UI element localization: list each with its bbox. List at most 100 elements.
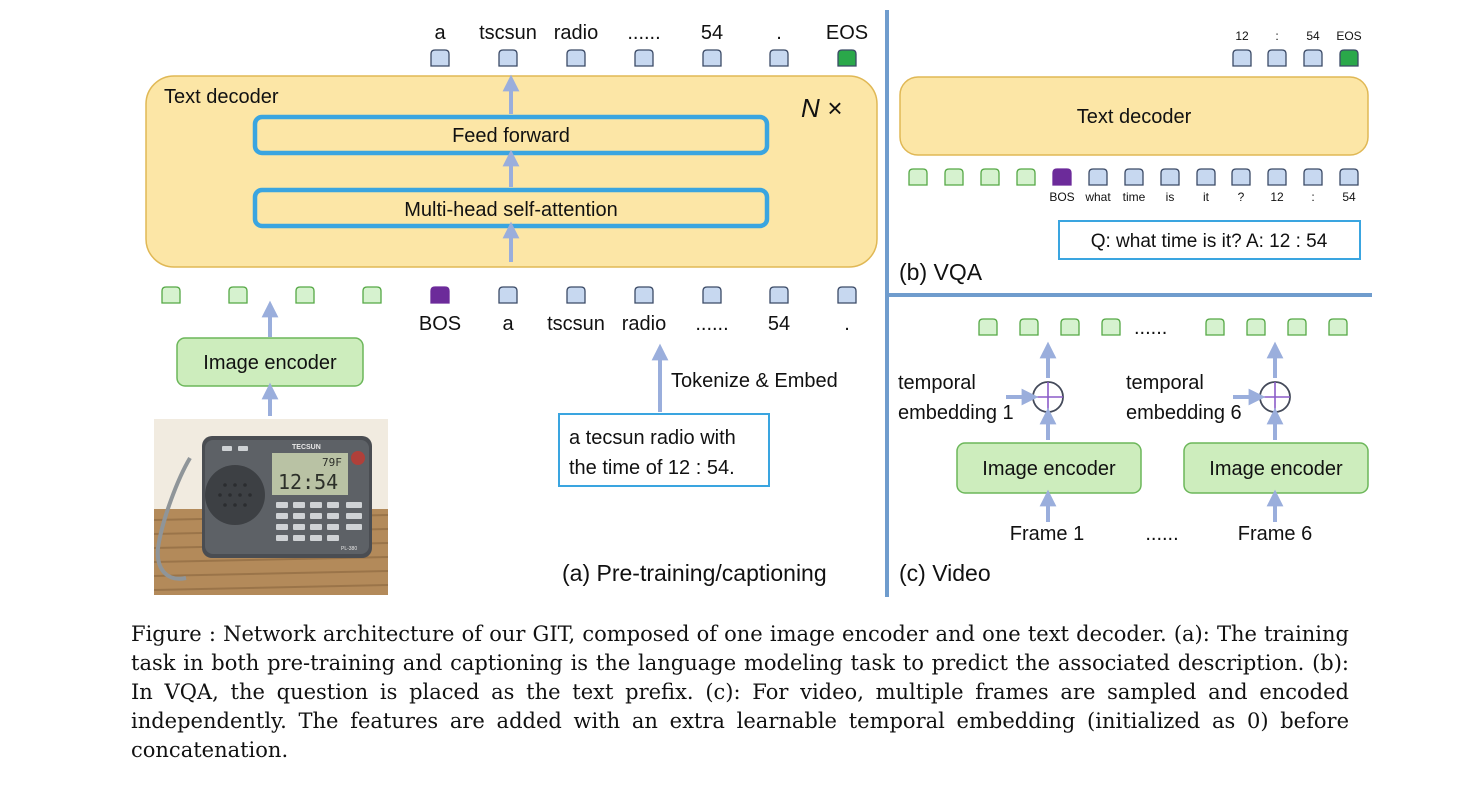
text-token (837, 286, 857, 304)
token-label: is (1166, 190, 1175, 204)
image-token (1205, 318, 1225, 336)
bos-token (1052, 168, 1072, 186)
text-token (1231, 168, 1251, 186)
qa-textbox (1058, 220, 1361, 260)
image-token (944, 168, 964, 186)
decoder-title: Text decoder (164, 86, 279, 108)
panel-c: ...... temporal embedding 1 Image encode… (898, 317, 1369, 586)
temporal-embedding-1-line-2: embedding 1 (898, 402, 1014, 424)
token-label: a (434, 22, 446, 44)
panel-b-label: (b) VQA (899, 259, 983, 285)
text-token (1339, 168, 1359, 186)
text-token (634, 286, 654, 304)
panel-a-label: (a) Pre-training/captioning (562, 560, 827, 586)
token-label: . (844, 313, 850, 335)
token-label: it (1203, 190, 1210, 204)
radio-model: PL-380 (341, 546, 357, 552)
frame-1-label: Frame 1 (1010, 523, 1084, 545)
token-label: EOS (1336, 29, 1361, 43)
text-token (498, 286, 518, 304)
vqa-text-decoder-block (899, 76, 1369, 156)
figure-caption: Figure : Network architecture of our GIT… (131, 622, 1349, 762)
vqa-output-token-row: 12: 54 EOS (1232, 29, 1362, 67)
image-token (908, 168, 928, 186)
vqa-decoder-title: Text decoder (1077, 106, 1192, 128)
eos-token (1339, 49, 1359, 67)
architecture-diagram: a tscsun radio...... 54. EOS Text decoder N … (145, 10, 1372, 597)
token-label: a (502, 313, 514, 335)
repeat-label: N × (801, 93, 842, 123)
token-label: : (1311, 190, 1314, 204)
token-label: radio (622, 313, 666, 335)
frame-dots: ...... (1145, 523, 1178, 545)
image-encoder-label: Image encoder (203, 352, 337, 374)
image-token (161, 286, 181, 304)
token-label: ...... (627, 22, 660, 44)
caption-line-2: the time of 12 : 54. (569, 457, 735, 479)
frame-6-label: Frame 6 (1238, 523, 1312, 545)
image-token (980, 168, 1000, 186)
image-token (1246, 318, 1266, 336)
temporal-embedding-6-line-2: embedding 6 (1126, 402, 1242, 424)
text-token (769, 49, 789, 67)
token-label: 54 (1342, 190, 1356, 204)
video-token-row (978, 318, 1348, 336)
token-label: time (1123, 190, 1146, 204)
token-label: 12 (1270, 190, 1284, 204)
text-token (1267, 49, 1287, 67)
radio-brand: TECSUN (292, 444, 321, 451)
image-token (978, 318, 998, 336)
token-label: what (1084, 190, 1111, 204)
text-token (1088, 168, 1108, 186)
caption-textbox (558, 413, 770, 487)
self-attention-label: Multi-head self-attention (404, 199, 617, 221)
image-token (1101, 318, 1121, 336)
text-token (1160, 168, 1180, 186)
text-token (498, 49, 518, 67)
token-label: 54 (701, 22, 723, 44)
token-label: ? (1238, 190, 1245, 204)
eos-token (837, 49, 857, 67)
image-token (1060, 318, 1080, 336)
token-label: tscsun (479, 22, 537, 44)
feed-forward-label: Feed forward (452, 125, 570, 147)
radio-screen-top: 79F (322, 456, 342, 469)
radio-photo: 79F 12:54 TECSUN PL-380 (154, 419, 388, 595)
video-image-encoder-2-label: Image encoder (1209, 458, 1343, 480)
image-token (1016, 168, 1036, 186)
token-label: . (776, 22, 782, 44)
temporal-embedding-1-line-1: temporal (898, 372, 976, 394)
text-token (702, 286, 722, 304)
image-token (1328, 318, 1348, 336)
text-token (1303, 168, 1323, 186)
text-token (702, 49, 722, 67)
image-token (1287, 318, 1307, 336)
text-token (430, 49, 450, 67)
text-token (1124, 168, 1144, 186)
text-token (1196, 168, 1216, 186)
token-label: : (1275, 29, 1278, 43)
text-token (1267, 168, 1287, 186)
qa-text: Q: what time is it? A: 12 : 54 (1091, 231, 1328, 252)
image-token (295, 286, 315, 304)
video-image-encoder-1-label: Image encoder (982, 458, 1116, 480)
text-token (769, 286, 789, 304)
image-token (228, 286, 248, 304)
bos-token (430, 286, 450, 304)
token-label: tscsun (547, 313, 605, 335)
token-label: BOS (419, 313, 461, 335)
panel-c-label: (c) Video (899, 560, 991, 586)
temporal-embedding-6-line-1: temporal (1126, 372, 1204, 394)
text-token (1232, 49, 1252, 67)
image-token (1019, 318, 1039, 336)
tokenize-label: Tokenize & Embed (671, 370, 838, 392)
token-label: 54 (1306, 29, 1320, 43)
text-token (566, 49, 586, 67)
token-label: 54 (768, 313, 790, 335)
token-label: 12 (1235, 29, 1249, 43)
token-label: EOS (826, 22, 868, 44)
